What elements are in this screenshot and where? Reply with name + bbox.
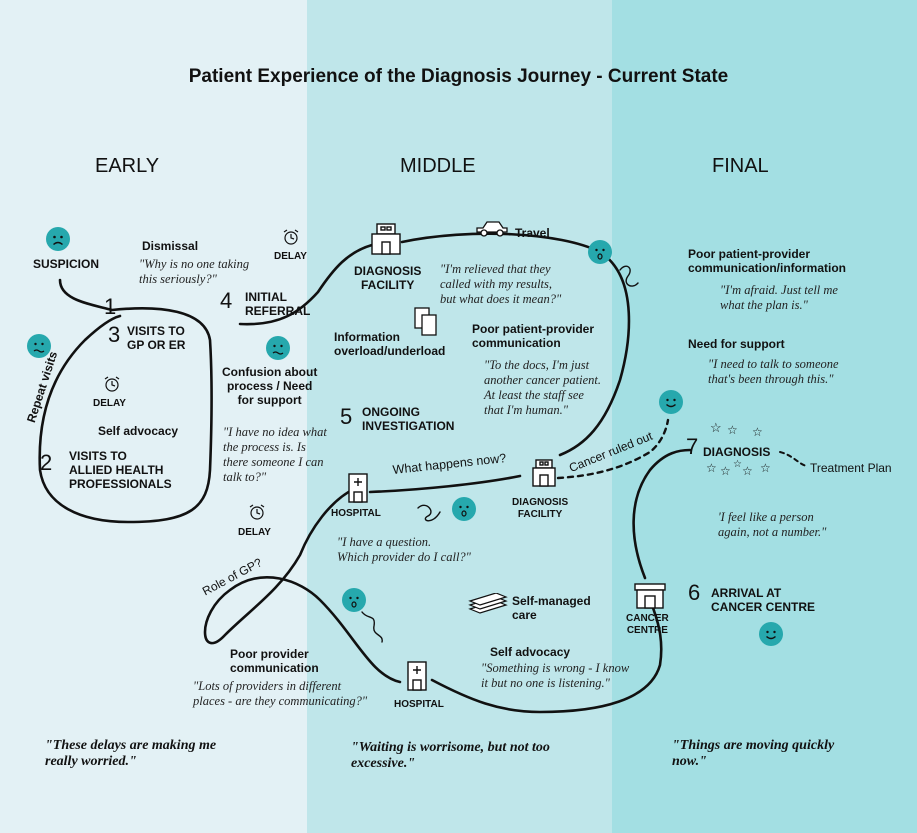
documents-icon [413,306,439,343]
dismissal-quote: "Why is no one taking this seriously?" [139,257,250,286]
worried-face-icon [266,336,290,360]
relieved-quote: "I'm relieved that they called with my r… [440,262,562,306]
phase-middle-heading: MIDDLE [400,155,476,177]
star-icon: ☆ [727,423,738,437]
step-number-1: 1 [104,294,117,319]
info-overload-label: Information overload/underload [334,330,446,358]
poor-ppci-label: Poor patient-provider communication/info… [688,247,847,275]
visits-allied-label: VISITS TO ALLIED HEALTH PROFESSIONALS [69,449,172,491]
alarm-clock-icon [248,503,266,526]
confusion-label: Confusion about process / Need for suppo… [222,365,318,407]
happy-face-icon [759,622,783,646]
diagnosis-label: DIAGNOSIS [703,445,771,459]
afraid-quote: "I'm afraid. Just tell me what the plan … [720,283,838,312]
papers-stack-icon [468,592,508,622]
star-icon: ☆ [720,464,731,478]
step-number-4: 4 [220,288,233,313]
final-summary-quote: "Things are moving quickly now." [672,738,835,769]
hospital-label: HOSPITAL [331,508,381,519]
worried-face-icon [27,334,51,358]
step-number-6: 6 [688,580,701,605]
step-number-7: 7 [686,434,699,459]
early-phase-band [0,0,307,833]
poor-ppc-label: Poor patient-provider communication [472,322,595,350]
initial-referral-label: INITIAL REFERRAL [245,290,311,318]
delay-label: DELAY [93,398,126,409]
delay-label: DELAY [238,527,271,538]
star-icon: ☆ [742,464,753,478]
star-icon: ☆ [752,425,763,439]
alarm-clock-icon [103,375,121,398]
visits-gp-label: VISITS TO GP OR ER [127,324,186,352]
step-number-2: 2 [40,450,53,475]
wrong-quote: "Something is wrong - I know it but no o… [481,661,630,690]
support-quote: "I need to talk to someone that's been t… [708,357,839,386]
early-summary-quote: "These delays are making me really worri… [45,738,217,769]
star-icon: ☆ [760,461,771,475]
star-icon: ☆ [733,459,742,470]
star-icon: ☆ [706,461,717,475]
hospital-label: HOSPITAL [394,699,444,710]
confusion-quote: "I have no idea what the process is. Is … [223,425,327,484]
star-icon: ☆ [710,420,722,435]
phase-early-heading: EARLY [95,155,160,177]
hospital-icon [406,660,428,697]
docs-quote: "To the docs, I'm just another cancer pa… [484,358,601,417]
building-icon [634,582,666,615]
building-icon [370,222,402,261]
alarm-clock-icon [282,228,300,251]
self-advocacy-label: Self advocacy [98,424,179,438]
sad-face-icon [46,227,70,251]
poor-provider-quote: "Lots of providers in different places -… [193,679,368,708]
worried-face-icon [588,240,612,264]
arrival-label: ARRIVAL AT CANCER CENTRE [711,586,816,614]
phase-final-heading: FINAL [712,155,769,177]
self-managed-care-label: Self-managed care [512,594,591,622]
dismissal-label: Dismissal [142,239,199,253]
step-number-3: 3 [108,322,121,347]
diagnosis-facility-label: DIAGNOSIS FACILITY [512,497,569,520]
need-support-label: Need for support [688,337,785,351]
suspicion-label: SUSPICION [33,257,100,271]
happy-face-icon [659,390,683,414]
self-advocacy-label: Self advocacy [490,645,571,659]
delay-label: DELAY [274,251,307,262]
building-icon [531,458,557,493]
middle-summary-quote: "Waiting is worrisome, but not too exces… [351,740,550,771]
worried-face-icon [452,497,476,521]
poor-provider-label: Poor provider communication [230,647,319,675]
question-quote: "I have a question. Which provider do I … [337,535,471,564]
diagnosis-facility-label: DIAGNOSIS FACILITY [354,264,422,292]
page-title: Patient Experience of the Diagnosis Jour… [188,66,729,87]
ongoing-investigation-label: ONGOING INVESTIGATION [362,405,455,433]
worried-face-icon [342,588,366,612]
hospital-icon [347,472,369,509]
person-quote: 'I feel like a person again, not a numbe… [718,510,827,539]
treatment-plan-label: Treatment Plan [810,461,892,475]
final-phase-band [612,0,917,833]
travel-label: Travel [515,226,550,240]
cancer-centre-label: CANCER CENTRE [626,613,669,636]
step-number-5: 5 [340,404,353,429]
car-icon [475,218,509,243]
